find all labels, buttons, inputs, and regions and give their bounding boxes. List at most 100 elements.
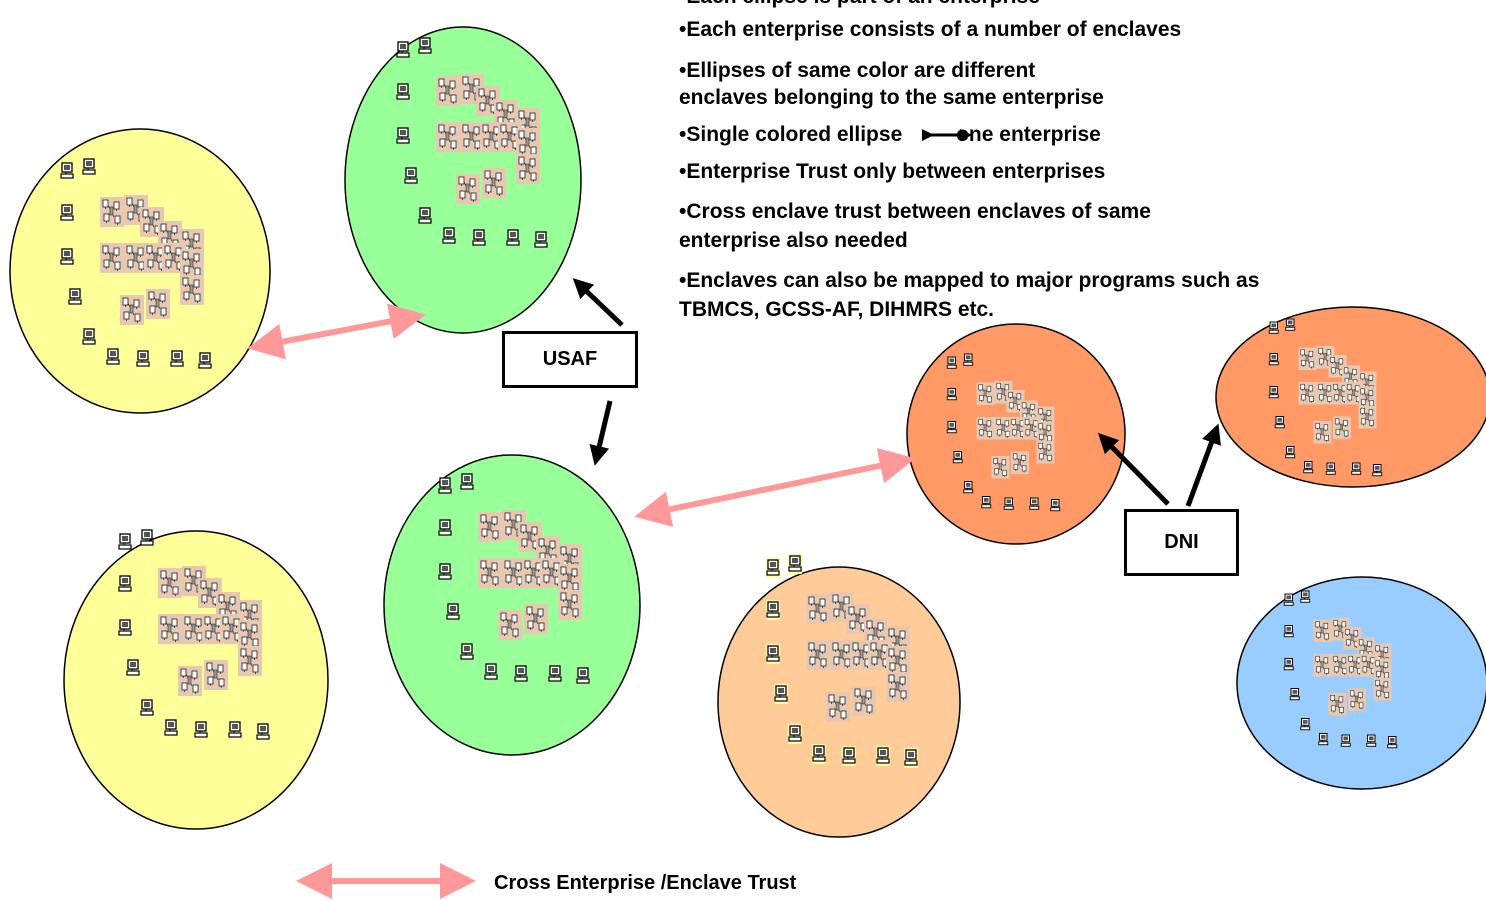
server-cluster-icon (178, 666, 202, 696)
enclave-contents (118, 529, 270, 740)
bullet-item-5-line2: enterprise also needed (679, 229, 908, 252)
computer-icon (140, 529, 154, 546)
server-cluster-icon (478, 512, 502, 542)
computer-icon (788, 724, 802, 744)
computer-icon (1387, 736, 1398, 749)
computer-icon (788, 554, 802, 574)
computer-icon (1340, 734, 1351, 747)
legend-label: Cross Enterprise /Enclave Trust (494, 872, 797, 894)
computer-icon (1325, 462, 1336, 475)
bullet-item-3-suffix: one enterprise (956, 123, 1101, 146)
trust-arrow-yellow-green (247, 303, 426, 360)
computer-icon (576, 667, 590, 684)
computer-icon (946, 421, 957, 434)
computer-icon (126, 659, 140, 676)
trust-arrow-green-orange (634, 448, 916, 527)
computer-icon (106, 348, 120, 365)
computer-icon (118, 533, 132, 550)
server-cluster-icon (516, 128, 540, 158)
computer-icon (438, 563, 452, 580)
computer-icon (1366, 734, 1377, 747)
computer-icon (766, 644, 780, 664)
server-cluster-icon (1298, 382, 1317, 405)
computer-icon (952, 451, 963, 464)
bullet-item-5-line1: •Cross enclave trust between enclaves of… (679, 200, 1151, 223)
usaf-label: USAF (542, 348, 598, 370)
server-cluster-icon (100, 243, 124, 273)
computer-icon (904, 748, 918, 768)
enclave-contents (438, 473, 590, 684)
computer-icon (1300, 718, 1311, 731)
server-cluster-icon (1313, 421, 1332, 444)
server-cluster-icon (1313, 654, 1332, 677)
server-cluster-icon (1011, 451, 1029, 474)
computer-icon (981, 496, 992, 509)
computer-icon (812, 744, 826, 764)
computer-icon (766, 600, 780, 620)
computer-icon (118, 619, 132, 636)
computer-icon (136, 350, 150, 367)
server-cluster-icon (558, 590, 582, 620)
enclave-contents (946, 353, 1061, 512)
computer-icon (1268, 353, 1279, 366)
enclave-contents (766, 554, 918, 768)
server-cluster-icon (146, 289, 170, 319)
server-cluster-icon (852, 686, 876, 716)
computer-icon (404, 167, 418, 184)
server-cluster-icon (994, 417, 1013, 440)
computer-icon (1285, 446, 1296, 459)
computer-icon (446, 603, 460, 620)
computer-icon (548, 665, 562, 682)
server-cluster-icon (886, 646, 910, 676)
computer-icon (766, 558, 780, 578)
usaf-pointer-arrow-2 (589, 400, 613, 466)
server-cluster-icon (180, 249, 204, 279)
server-cluster-icon (238, 646, 262, 676)
server-cluster-icon (1313, 619, 1332, 642)
server-cluster-icon (180, 275, 204, 305)
server-cluster-icon (826, 692, 850, 722)
server-cluster-icon (1036, 441, 1055, 464)
computer-icon (442, 227, 456, 244)
server-cluster-icon (1373, 658, 1392, 681)
server-cluster-icon (976, 417, 995, 440)
bullet-item-6-line1: •Enclaves can also be mapped to major pr… (679, 269, 1260, 292)
computer-icon (198, 352, 212, 369)
enclave-contents (60, 158, 212, 369)
computer-icon (1318, 733, 1329, 746)
computer-icon (946, 356, 957, 369)
computer-icon (1274, 416, 1285, 429)
computer-icon (1303, 461, 1314, 474)
computer-icon (60, 204, 74, 221)
computer-icon (1283, 593, 1294, 606)
computer-icon (534, 231, 548, 248)
dni-label: DNI (1164, 531, 1199, 553)
bullet-partial-top: •Each ellipse is part of an enterprise (679, 0, 1040, 9)
dni-label-box: DNI (1124, 509, 1239, 576)
computer-icon (68, 288, 82, 305)
computer-icon (60, 248, 74, 265)
computer-icon (82, 158, 96, 175)
server-cluster-icon (436, 122, 460, 152)
computer-icon (842, 746, 856, 766)
bullet-item-3: •Single colored ellipse one enterprise (679, 122, 1101, 147)
server-cluster-icon (806, 640, 830, 670)
computer-icon (418, 37, 432, 54)
computer-icon (1268, 321, 1279, 334)
computer-icon (1285, 318, 1296, 331)
computer-icon (194, 721, 208, 738)
bullet-item-6-line2: TBMCS, GCSS-AF, DIHMRS etc. (679, 298, 995, 321)
computer-icon (228, 721, 242, 738)
server-cluster-icon (1331, 654, 1350, 677)
dni-pointer-arrow-1 (1097, 432, 1170, 506)
server-cluster-icon (1358, 406, 1377, 429)
enclave-ellipse-green-2 (383, 454, 641, 756)
computer-icon (460, 473, 474, 490)
server-cluster-icon (1358, 386, 1377, 409)
computer-icon (1003, 497, 1014, 510)
computer-icon (396, 41, 410, 58)
enclave-contents (396, 37, 548, 248)
usaf-pointer-arrow-1 (572, 278, 624, 327)
server-cluster-icon (558, 564, 582, 594)
